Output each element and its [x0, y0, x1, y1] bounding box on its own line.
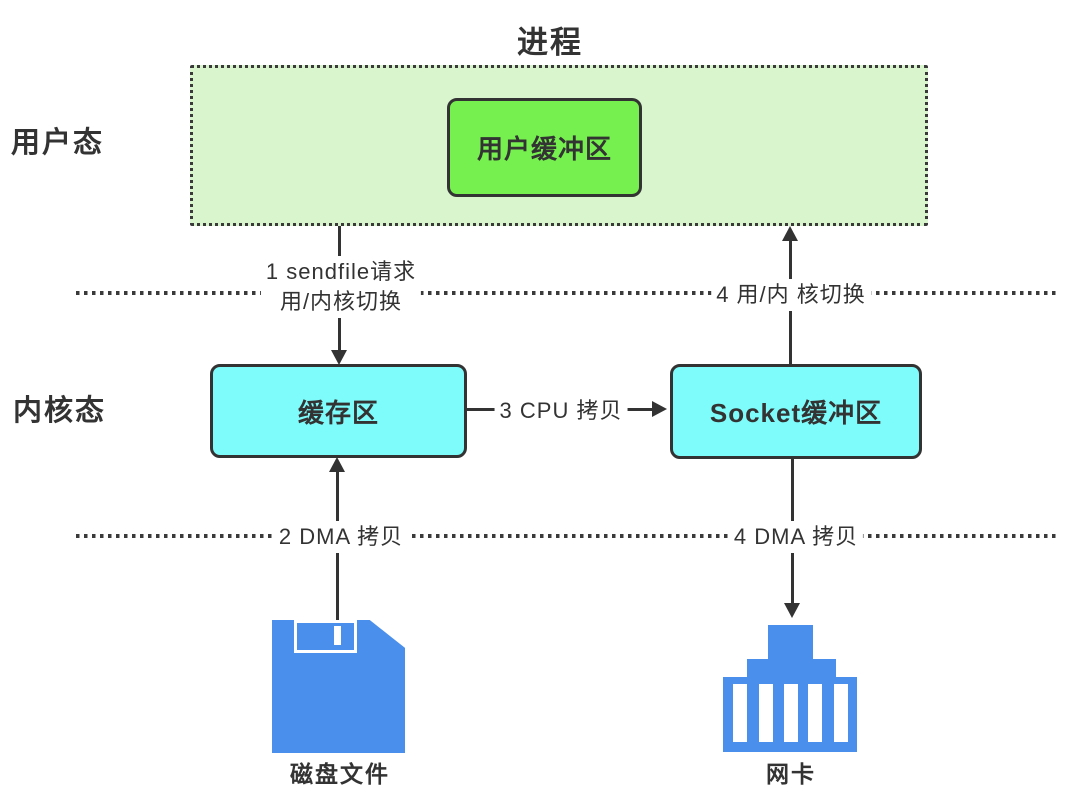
user-kernel-switch-label: 4 用/内 核切换: [711, 279, 871, 311]
floppy-shutter: [294, 620, 357, 653]
socket-buffer-label: Socket缓冲区: [709, 398, 883, 428]
arrow-up-icon: [782, 226, 798, 241]
kernel-buffer-box: 缓存区: [210, 364, 467, 458]
nic-pin-slot: [759, 684, 773, 742]
network-card-icon: [723, 625, 857, 752]
process-title: 进程: [517, 25, 583, 60]
socket-buffer-box: Socket缓冲区: [670, 364, 922, 459]
disk-file-label: 磁盘文件: [290, 761, 390, 787]
nic-plug-top: [768, 625, 813, 659]
kernel-buffer-label: 缓存区: [297, 397, 379, 428]
floppy-shutter-slot: [334, 626, 341, 645]
arrow-right-icon: [652, 401, 667, 417]
arrow-down-icon: [331, 350, 347, 365]
nic-plug-base: [723, 677, 857, 752]
user-mode-label: 用户态: [11, 127, 105, 159]
arrow-down-icon: [784, 603, 800, 618]
nic-pin-slot: [808, 684, 822, 742]
sendfile-request-line1: 1 sendfile请求: [265, 259, 417, 284]
arrow-up-icon: [329, 457, 345, 472]
sendfile-request-label: 1 sendfile请求 用/内核切换: [260, 256, 422, 318]
kernel-mode-label: 内核态: [13, 395, 107, 427]
dma-copy-disk-label: 2 DMA 拷贝: [273, 521, 409, 553]
sendfile-request-line2: 用/内核切换: [279, 289, 403, 314]
nic-pin-slot: [784, 684, 798, 742]
kernel-hardware-separator: [76, 534, 1056, 538]
nic-plug-mid: [747, 659, 836, 677]
user-kernel-separator-top: [76, 291, 1056, 295]
nic-label: 网卡: [766, 761, 816, 787]
nic-pin-slot: [834, 684, 848, 742]
floppy-disk-icon: [272, 620, 405, 753]
nic-pin-slot: [733, 684, 747, 742]
cpu-copy-label: 3 CPU 拷贝: [494, 395, 628, 427]
user-buffer-label: 用户缓冲区: [476, 134, 612, 164]
dma-copy-nic-label: 4 DMA 拷贝: [728, 521, 864, 553]
user-buffer-box: 用户缓冲区: [447, 98, 642, 197]
